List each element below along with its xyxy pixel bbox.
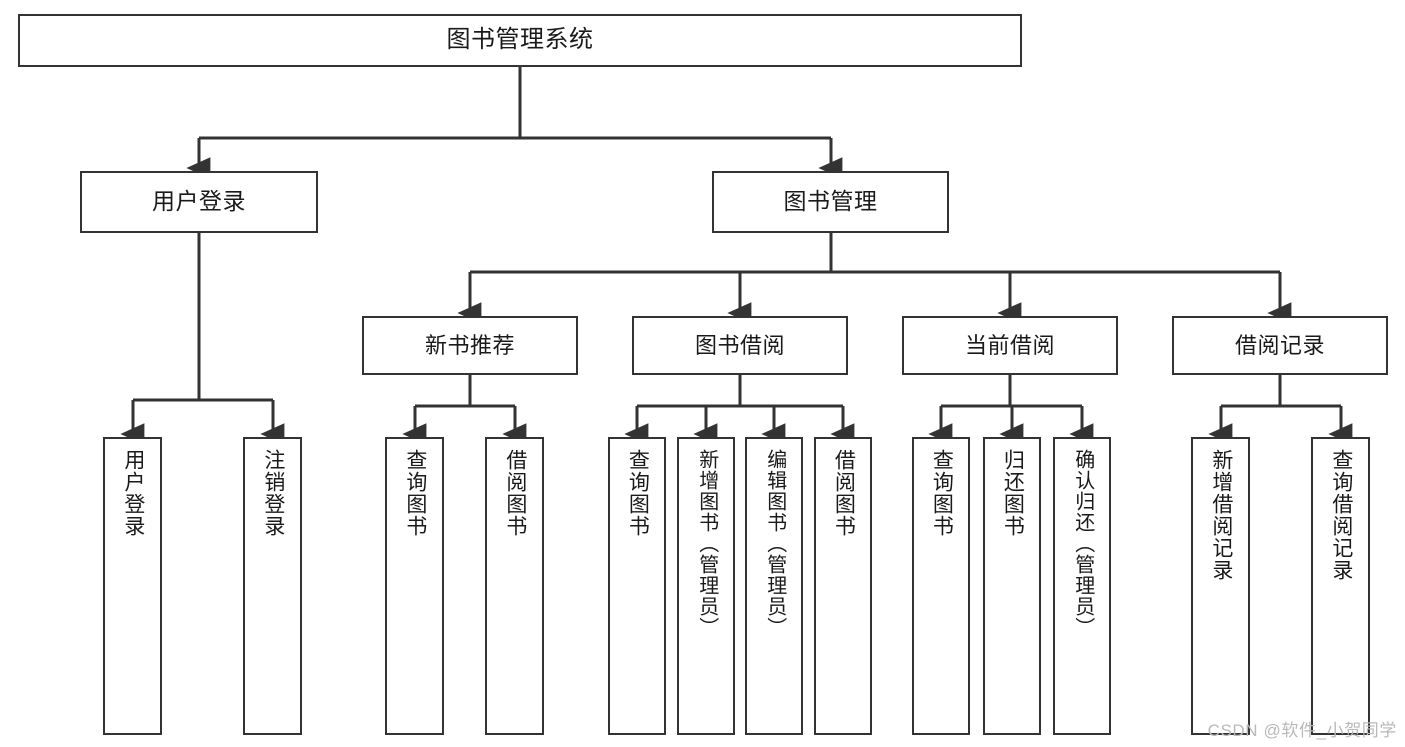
node-leaf-query-book-current[interactable]: 查询图书: [912, 437, 970, 735]
node-borrow-record[interactable]: 借阅记录: [1172, 316, 1388, 375]
node-label: 图书管理系统: [446, 26, 594, 54]
node-label: 新增图书（管理员）: [695, 449, 718, 638]
node-leaf-query-book-borrow[interactable]: 查询图书: [608, 437, 666, 735]
node-book-borrow[interactable]: 图书借阅: [632, 316, 848, 375]
node-label: 查询图书: [626, 449, 650, 537]
node-label: 新书推荐: [424, 332, 515, 358]
node-label: 用户登录: [121, 449, 145, 537]
node-leaf-borrow-book[interactable]: 借阅图书: [814, 437, 872, 735]
node-label: 图书借阅: [694, 332, 785, 358]
node-leaf-confirm-return-admin[interactable]: 确认归还（管理员）: [1053, 437, 1111, 735]
node-leaf-borrow-book-recommend[interactable]: 借阅图书: [485, 437, 544, 735]
node-root[interactable]: 图书管理系统: [18, 14, 1022, 67]
csdn-watermark: CSDN @软件_小贺同学: [1207, 721, 1397, 740]
node-label: 当前借阅: [964, 332, 1055, 358]
node-leaf-query-book-recommend[interactable]: 查询图书: [385, 437, 444, 735]
node-label: 编辑图书（管理员）: [763, 449, 786, 638]
node-leaf-user-logout[interactable]: 注销登录: [243, 437, 302, 735]
node-label: 借阅记录: [1234, 332, 1325, 358]
node-leaf-query-borrow-record[interactable]: 查询借阅记录: [1311, 437, 1370, 735]
node-leaf-edit-book-admin[interactable]: 编辑图书（管理员）: [745, 437, 803, 735]
node-label: 用户登录: [152, 188, 246, 215]
node-label: 图书管理: [783, 188, 878, 215]
node-user-login[interactable]: 用户登录: [80, 171, 318, 233]
node-leaf-add-borrow-record[interactable]: 新增借阅记录: [1191, 437, 1250, 735]
node-current-borrow[interactable]: 当前借阅: [902, 316, 1118, 375]
node-label: 归还图书: [1001, 449, 1025, 537]
node-book-management[interactable]: 图书管理: [712, 171, 949, 233]
node-label: 注销登录: [261, 449, 285, 537]
node-label: 确认归还（管理员）: [1071, 449, 1094, 638]
node-label: 借阅图书: [832, 449, 856, 537]
node-label: 查询借阅记录: [1329, 449, 1353, 581]
node-label: 借阅图书: [503, 449, 527, 537]
node-label: 查询图书: [930, 449, 954, 537]
node-leaf-return-book[interactable]: 归还图书: [983, 437, 1041, 735]
node-label: 新增借阅记录: [1209, 449, 1233, 581]
node-leaf-add-book-admin[interactable]: 新增图书（管理员）: [677, 437, 735, 735]
node-label: 查询图书: [403, 449, 427, 537]
node-leaf-user-login[interactable]: 用户登录: [103, 437, 162, 735]
node-new-book-recommend[interactable]: 新书推荐: [362, 316, 578, 375]
